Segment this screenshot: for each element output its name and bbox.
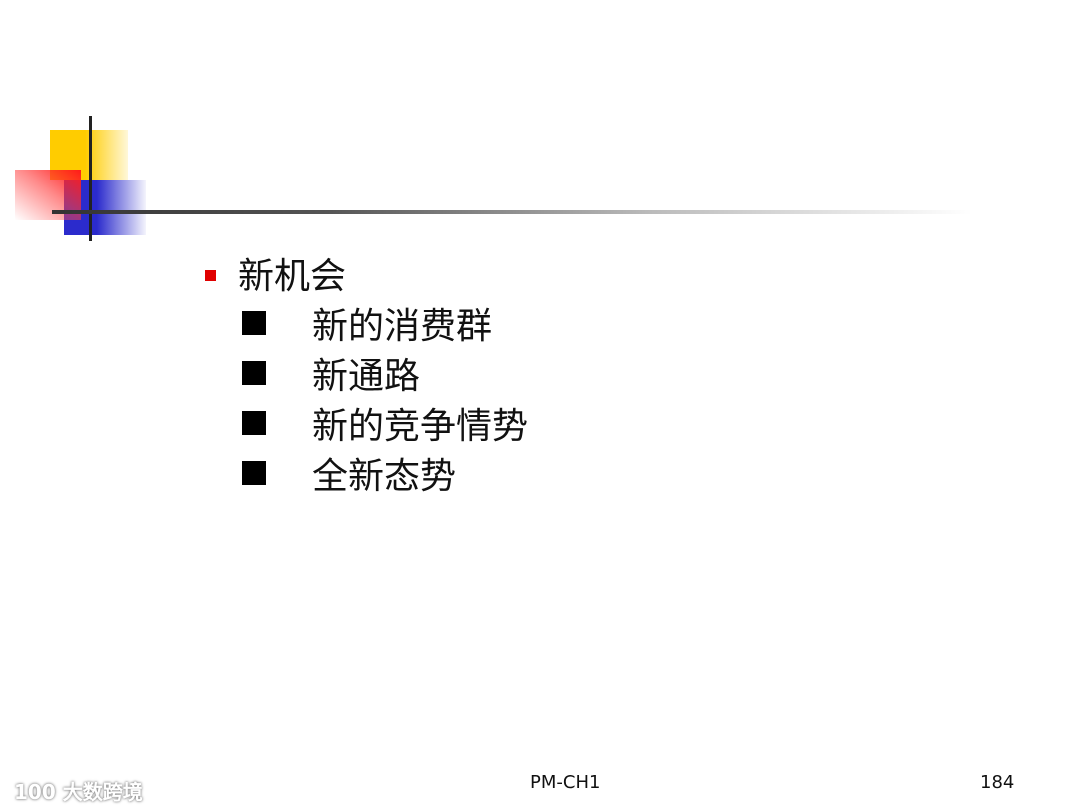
sub-bullet: 新通路 <box>242 348 528 398</box>
black-square-bullet-icon <box>242 361 266 385</box>
watermark: 100 大数跨境 <box>14 780 143 804</box>
sub-bullet: 新的竞争情势 <box>242 398 528 448</box>
black-square-bullet-icon <box>242 411 266 435</box>
bullet-text: 新机会 <box>238 256 347 297</box>
black-square-bullet-icon <box>242 311 266 335</box>
sub-bullet-text: 新的消费群 <box>312 306 493 347</box>
slide-body: 新机会 新的消费群 新通路 新的竞争情势 全新态势 <box>205 248 528 498</box>
sub-bullet-text: 新的竞争情势 <box>312 406 529 447</box>
title-underline-rule <box>52 210 972 214</box>
vertical-rule <box>89 116 92 241</box>
page-number: 184 <box>980 772 1015 793</box>
footer-label: PM-CH1 <box>530 772 601 793</box>
sub-bullet: 全新态势 <box>242 448 528 498</box>
sub-bullet-text: 新通路 <box>312 356 421 397</box>
sub-bullet-text: 全新态势 <box>312 456 457 497</box>
bullet-level1: 新机会 <box>205 248 528 298</box>
black-square-bullet-icon <box>242 461 266 485</box>
red-square-bullet-icon <box>205 269 216 281</box>
sub-bullet: 新的消费群 <box>242 298 528 348</box>
